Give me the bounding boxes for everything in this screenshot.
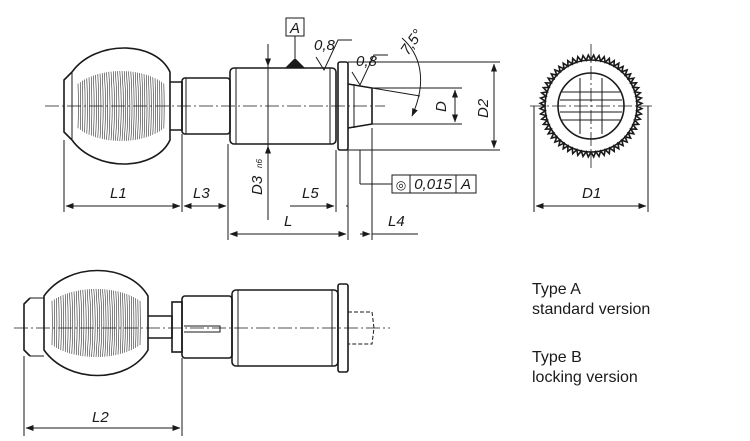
type-b-note: Type B locking version [532, 348, 638, 388]
roughness-symbol-1 [315, 39, 352, 72]
svg-text:A: A [289, 20, 300, 37]
angle-value: 7,5° [397, 27, 426, 59]
dim-d1: D1 [582, 185, 601, 202]
dim-d3: D3 [249, 175, 266, 195]
concentricity-icon: ◎ [396, 178, 406, 192]
tolerance-datum: A [460, 176, 471, 193]
locking-slot [184, 325, 221, 333]
knurl-teeth [538, 53, 644, 159]
dim-l: L [284, 213, 292, 230]
type-b-title: Type B [532, 349, 582, 366]
locking-shaft [148, 315, 173, 339]
knob-knurling-b [51, 288, 141, 358]
bottom-side-view: L2 [14, 269, 390, 436]
roughness-symbol-2 [351, 54, 388, 87]
type-a-title: Type A [532, 281, 581, 298]
tolerance-frame: ◎ 0,015 A [391, 174, 477, 194]
roughness-value-1: 0,8 [314, 37, 336, 54]
type-a-desc: standard version [532, 301, 651, 318]
dim-l2: L2 [92, 409, 109, 426]
tolerance-value: 0,015 [414, 176, 452, 193]
angle-arc [401, 37, 422, 117]
dim-d: D [433, 101, 450, 112]
knurled-knob [71, 47, 171, 165]
plunger-pin-b [348, 311, 375, 345]
knurled-knob-b [43, 269, 149, 377]
top-side-view: A D3 n6 0,8 0,8 7,5° D D2 [45, 17, 500, 240]
dim-l3: L3 [193, 185, 210, 202]
datum-triangle [285, 58, 305, 68]
dim-l4: L4 [388, 213, 405, 230]
locking-collar [171, 301, 183, 353]
knob-end-cap-b [23, 297, 31, 357]
dim-l5: L5 [302, 185, 319, 202]
end-view: D1 [530, 44, 652, 212]
sleeve [181, 295, 233, 359]
dim-l1: L1 [110, 185, 127, 202]
dim-d3-fit: n6 [255, 159, 264, 168]
type-a-note: Type A standard version [532, 280, 650, 320]
dim-d2: D2 [475, 98, 492, 118]
type-b-desc: locking version [532, 369, 638, 386]
